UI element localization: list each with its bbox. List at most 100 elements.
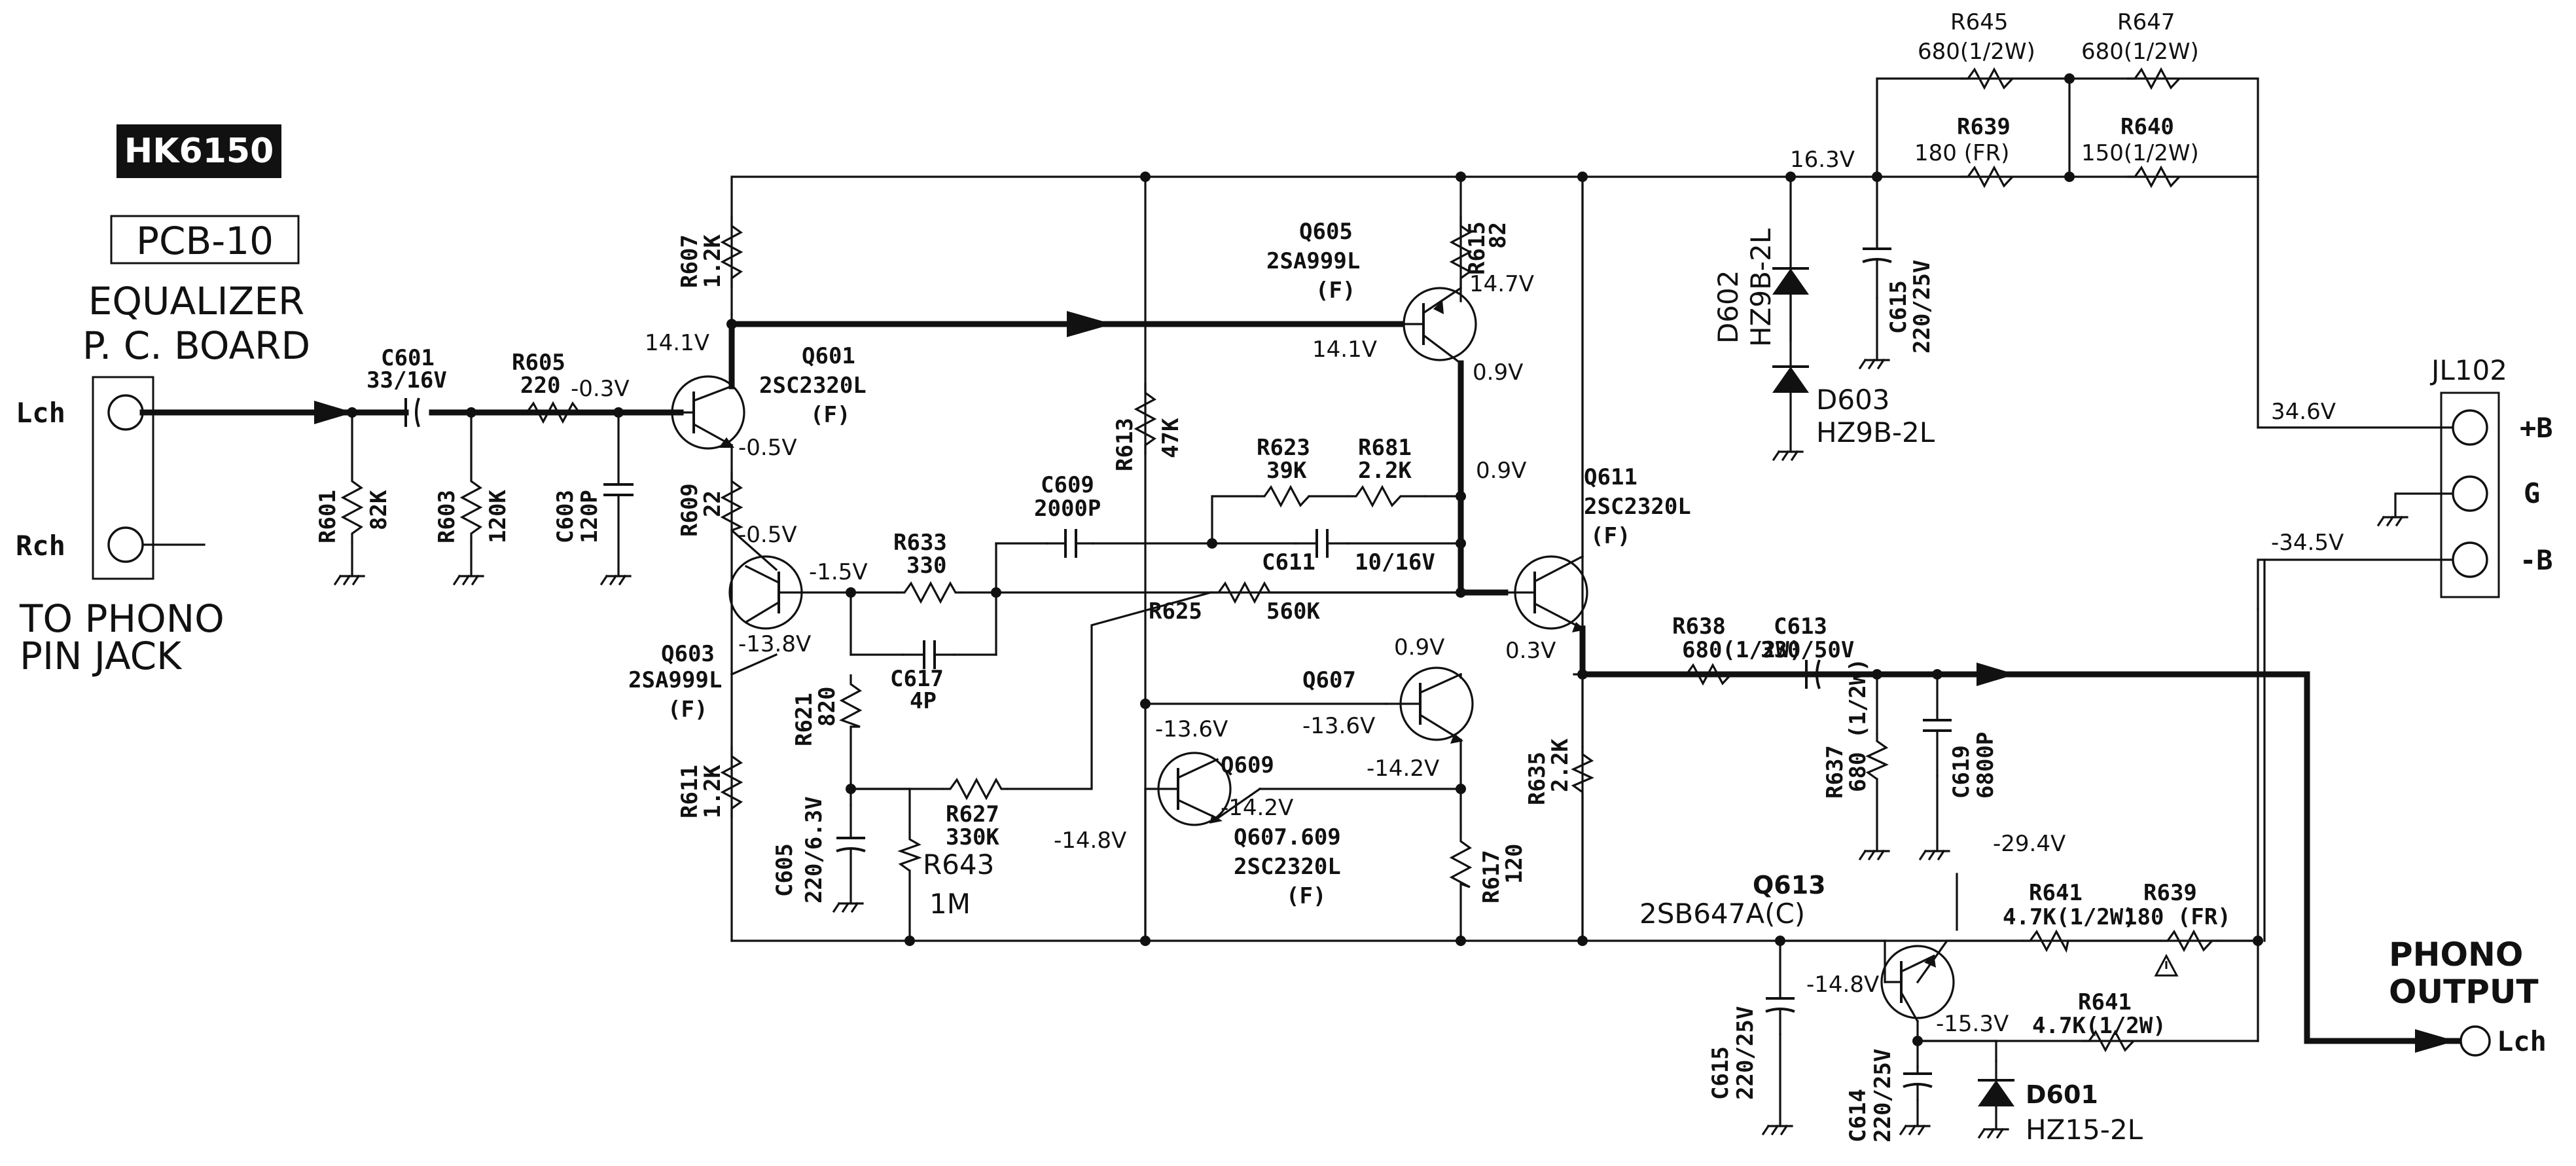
source-label-2: PIN JACK [20,634,183,678]
label-q611-part: 2SC2320L [1584,494,1691,520]
phono-output-lch: Lch [2497,1025,2547,1057]
label-q601-rank: (F) [810,402,850,428]
label-d602-part: HZ9B-2L [1745,228,1777,347]
label-c615-ref: C615 [1708,1046,1734,1100]
voltage-label: 14.1V [1312,337,1377,363]
label-r639-ref-visible: R639 [2143,880,2197,906]
label-r607-val: 1.2K [700,234,726,288]
label-r617-val: 120 [1501,844,1528,884]
voltage-label: -34.5V [2271,530,2344,556]
model-badge: HK6150 [124,132,274,171]
voltage-label: 0.9V [1476,458,1526,484]
label-c617-val: 4P [910,688,937,714]
input-connector: Lch Rch [16,376,206,580]
voltage-label: -13.6V [1155,716,1228,742]
label-r605-ref: R605 [512,350,565,376]
label-c613-ref: C615 [1886,280,1912,334]
label-r637-val: 180 (FR) [1914,140,2009,166]
label-r625-ref: R625 [1149,598,1202,625]
input-lch-label: Lch [16,397,65,429]
label-c601-val: 33/16V [367,367,447,393]
label-c601-ref: C601 [381,345,435,371]
label-d601-ref: D601 [2026,1080,2098,1109]
label-r623-val: 39K [1266,458,1307,484]
voltage-label: -29.4V [1993,831,2066,857]
label-q607609-part: 2SC2320L [1234,854,1341,880]
label-r609-val: 22 [700,490,726,517]
label-r681-ref: R681 [1358,435,1412,461]
label-r611-ref: R611 [677,765,703,818]
label-r615-val: 82 [1485,222,1511,249]
label-q607609-rank: (F) [1286,883,1326,909]
label-q607-ref: Q607 [1302,667,1356,693]
label-q611-rank: (F) [1590,523,1630,549]
label-r640-ref: R641 [2029,880,2083,906]
label-r613-ref: R613 [1112,418,1138,471]
label-r611-val: 1.2K [700,765,726,818]
diode-symbols [1772,267,2014,1106]
label-r629-val: 330 [906,553,946,579]
label-r641-val: 4.7K(1/2W) [2032,1013,2166,1039]
voltage-label: -14.2V [1367,756,1439,782]
transistor-symbols [671,175,1955,1023]
voltage-label: -13.6V [1302,713,1375,739]
label-c617-ref: C617 [890,666,944,692]
label-r633-ref: R638 [1672,613,1726,640]
phono-output-label-2: OUTPUT [2389,973,2539,1011]
label-q603-ref: Q603 [661,641,715,667]
source-label-1: TO PHONO [19,596,224,641]
label-c611-val: 330/50V [1761,637,1854,663]
label-c615-val: 220/25V [1732,1006,1759,1100]
caution-icon [2154,953,2179,977]
label-r613-val: 47K [1158,418,1184,458]
label-r637-ref: R639 [1957,114,2011,140]
voltage-label: -0.3V [571,376,630,402]
label-q603-rank: (F) [668,697,707,723]
label-q609-ref: Q609 [1221,752,1274,778]
capacitor-symbols [404,247,1952,1101]
label-r621-val: 820 [814,687,840,727]
label-r605-val: 220 [520,373,560,399]
label-q605-part: 2SA999L [1266,248,1360,274]
label-r627-ref: R627 [946,801,999,828]
label-r647-val: 680(1/2W) [2081,39,2199,65]
board-title-1: EQUALIZER [88,279,305,323]
voltage-label: -15.3V [1936,1011,2009,1037]
ground-symbols [333,358,2408,1139]
label-r617-ref: R617 [1478,850,1505,903]
label-r645-val: 680(1/2W) [1918,39,2035,65]
label-q601-part: 2SC2320L [759,373,867,399]
label-r625-val: 560K [1266,598,1320,625]
label-c607-ref: C609 [1041,472,1094,498]
jl102-pin-pos: +B [2520,412,2553,444]
label-d603-ref: D603 [1816,384,1890,416]
label-r645-ref: R645 [1950,9,2009,35]
label-q611-ref: Q611 [1584,464,1637,490]
label-r641-ref: R641 [2078,989,2132,1015]
label-r638-ref: R640 [2120,114,2174,140]
input-rch-label: Rch [16,530,65,562]
phono-output-label-1: PHONO [2389,936,2523,974]
label-r643-val: 1M [929,888,971,920]
label-q605-rank: (F) [1315,278,1355,304]
label-r601-ref: R601 [315,490,341,543]
label-q613-part: 2SB647A(C) [1639,898,1805,930]
label-q613-ref: Q613 [1753,871,1826,900]
voltage-label: -14.8V [1806,972,1879,998]
label-r623-ref: R623 [1257,435,1310,461]
label-d603-part: HZ9B-2L [1816,416,1935,448]
voltage-label: -0.5V [738,435,797,461]
label-r627-val: 330K [946,824,999,850]
label-c607-val: 2000P [1034,496,1101,522]
label-r681-val: 2.2K [1358,458,1412,484]
jl102-label: JL102 [2429,354,2507,386]
label-r639-val: 180 (FR) [2124,904,2231,930]
label-r603-val: 120K [485,490,511,543]
label-c613-val: 220/25V [1909,260,1935,354]
label-r643-ref: R643 [923,848,994,881]
wires [351,77,2460,1131]
label-r609-ref: R609 [677,483,703,537]
label-r621-ref: R621 [791,693,817,746]
label-c605-val: 220/6.3V [801,796,827,903]
